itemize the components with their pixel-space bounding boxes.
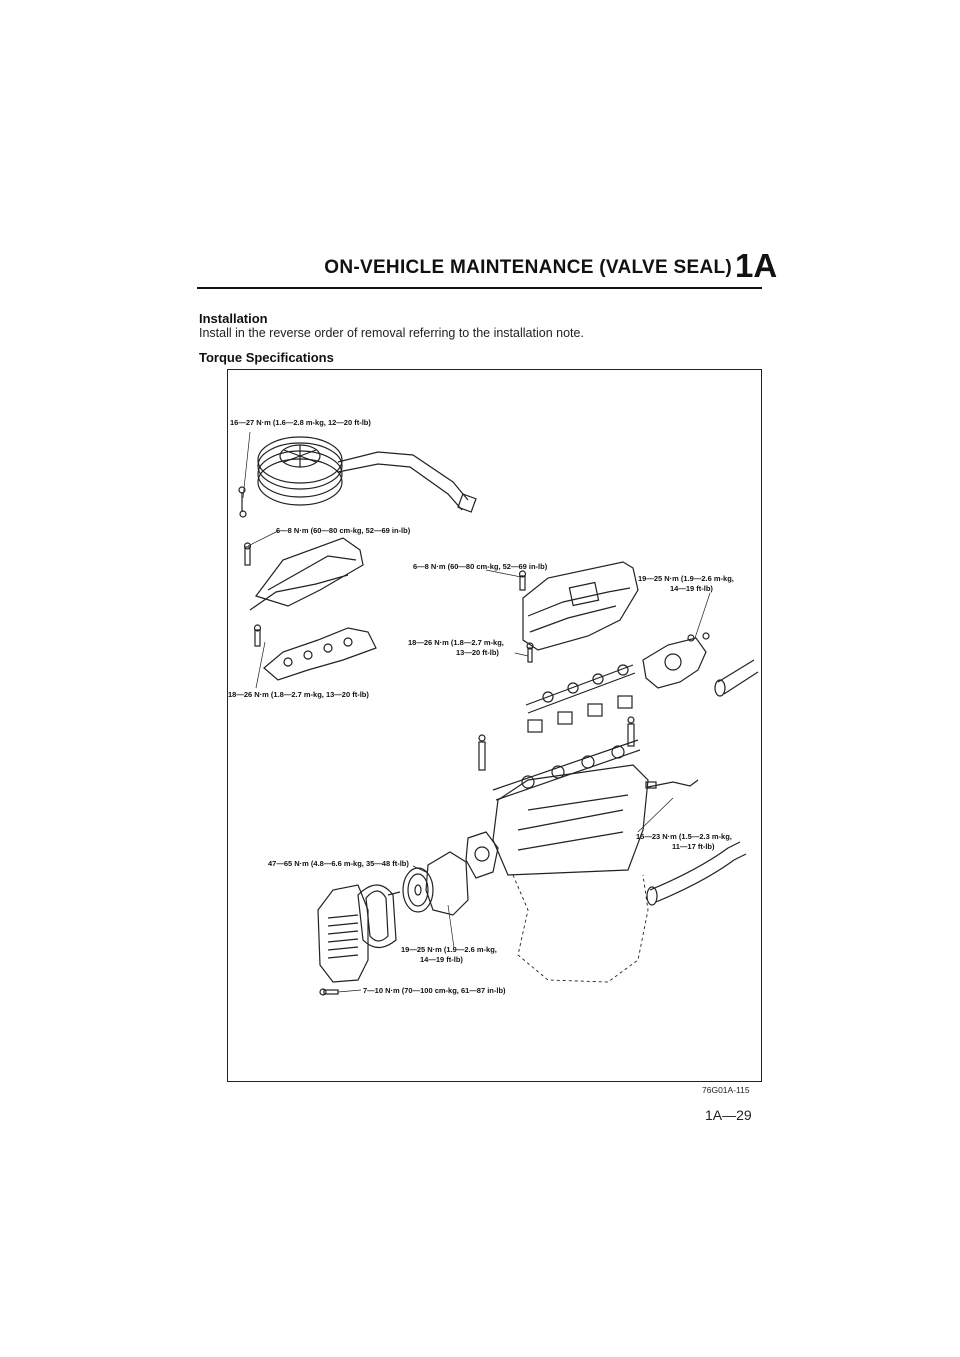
valve-cover-right (518, 561, 639, 651)
header-rule (197, 287, 762, 289)
page-number: 1A—29 (705, 1107, 752, 1123)
torque-label-6: 18—26 N·m (1.8—2.7 m-kg, 13—20 ft-lb) (228, 690, 369, 699)
bearing-caps (527, 695, 633, 733)
torque-label-1: 16—27 N·m (1.6—2.8 m-kg, 12—20 ft-lb) (230, 418, 371, 427)
torque-label-5b: 13—20 ft-lb) (456, 648, 499, 657)
torque-label-8: 47—65 N·m (4.8—6.6 m-kg, 35—48 ft-lb) (268, 859, 409, 868)
cam-caps-left (253, 624, 377, 681)
cam-bolt (526, 642, 534, 663)
thermostat-housing (642, 637, 759, 697)
torque-label-3: 6—8 N·m (60—80 cm-kg, 52—69 in-lb) (413, 562, 548, 571)
page-header-title: ON-VEHICLE MAINTENANCE (VALVE SEAL) (324, 257, 732, 278)
torque-label-2: 6—8 N·m (60—80 cm-kg, 52—69 in-lb) (276, 526, 411, 535)
torque-label-9b: 14—19 ft-lb) (420, 955, 463, 964)
torque-label-7a: 15—23 N·m (1.5—2.3 m-kg, (636, 832, 732, 841)
leader-lines (242, 431, 711, 993)
cylinder-head (492, 764, 649, 876)
exploded-diagram: 16—27 N·m (1.6—2.8 m-kg, 12—20 ft-lb) 6—… (227, 369, 762, 1082)
installation-heading: Installation (199, 311, 268, 326)
torque-label-4a: 19—25 N·m (1.9—2.6 m-kg, (638, 574, 734, 583)
torque-heading: Torque Specifications (199, 350, 334, 365)
camshafts (492, 664, 641, 801)
section-badge: 1A (735, 247, 778, 284)
diagram-artwork (238, 431, 759, 996)
timing-belt-cover (317, 884, 369, 983)
torque-label-10: 7—10 N·m (70—100 cm-kg, 61—87 in-lb) (363, 986, 506, 995)
torque-label-4b: 14—19 ft-lb) (670, 584, 713, 593)
sensor-wire (645, 779, 699, 789)
air-intake-assembly (238, 436, 477, 518)
valve-springs (478, 716, 635, 771)
cover-bolt (319, 988, 339, 996)
torque-label-5a: 18—26 N·m (1.8—2.7 m-kg, (408, 638, 504, 647)
valve-cover-left (243, 537, 364, 611)
timing-belt (357, 884, 397, 949)
torque-label-7b: 11—17 ft-lb) (672, 842, 715, 851)
figure-id: 76G01A-115 (702, 1085, 750, 1095)
installation-text: Install in the reverse order of removal … (199, 326, 584, 340)
engine-block (512, 874, 649, 983)
seal-plate (465, 831, 499, 879)
torque-label-9a: 19—25 N·m (1.9—2.6 m-kg, (401, 945, 497, 954)
housing-bolts (687, 632, 710, 642)
coolant-hose (646, 841, 747, 906)
camshaft-pulley (387, 867, 434, 913)
timing-plate (425, 851, 469, 916)
